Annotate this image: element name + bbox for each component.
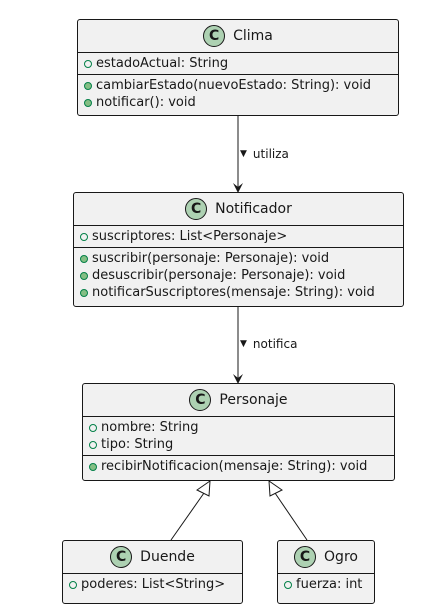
class-personaje-header: C Personaje bbox=[83, 384, 394, 417]
class-notificador-operations: suscribir(personaje: Personaje): void de… bbox=[74, 247, 403, 303]
direction-triangle-icon: ▼ bbox=[240, 149, 247, 159]
attribute-text: fuerza: int bbox=[296, 577, 363, 592]
operation-row: recibirNotificacion(mensaje: String): vo… bbox=[89, 458, 388, 475]
ogro-inheritance-arrowhead bbox=[268, 479, 283, 497]
operation-text: suscribir(personaje: Personaje): void bbox=[92, 251, 330, 266]
class-duende[interactable]: C Duende poderes: List<String> bbox=[62, 540, 243, 604]
class-stereotype-icon: C bbox=[203, 25, 226, 47]
class-clima[interactable]: C Clima estadoActual: String cambiarEsta… bbox=[77, 19, 399, 116]
class-clima-header: C Clima bbox=[78, 20, 398, 53]
class-ogro-name: Ogro bbox=[324, 549, 358, 565]
public-visibility-icon bbox=[89, 440, 97, 449]
public-visibility-icon bbox=[80, 288, 88, 297]
class-ogro-attributes: fuerza: int bbox=[278, 574, 374, 595]
class-clima-operations: cambiarEstado(nuevoEstado: String): void… bbox=[78, 74, 398, 113]
class-personaje-name: Personaje bbox=[219, 392, 288, 408]
class-ogro[interactable]: C Ogro fuerza: int bbox=[277, 540, 375, 604]
operation-row: cambiarEstado(nuevoEstado: String): void bbox=[84, 77, 392, 94]
class-duende-attributes: poderes: List<String> bbox=[63, 574, 242, 595]
public-visibility-icon bbox=[89, 423, 97, 432]
public-visibility-icon bbox=[84, 59, 92, 68]
class-duende-name: Duende bbox=[140, 549, 195, 565]
operation-text: notificar(): void bbox=[96, 95, 196, 110]
notifica-label: ▼ notifica bbox=[240, 337, 297, 351]
public-visibility-icon bbox=[84, 81, 92, 90]
operation-text: desuscribir(personaje: Personaje): void bbox=[92, 268, 346, 283]
class-duende-header: C Duende bbox=[63, 541, 242, 574]
attribute-row: nombre: String bbox=[89, 419, 388, 436]
class-clima-attributes: estadoActual: String bbox=[78, 53, 398, 74]
class-personaje[interactable]: C Personaje nombre: String tipo: String … bbox=[82, 383, 395, 481]
attribute-row: poderes: List<String> bbox=[69, 576, 236, 593]
class-personaje-operations: recibirNotificacion(mensaje: String): vo… bbox=[83, 455, 394, 477]
duende-inheritance-line bbox=[170, 492, 205, 541]
operation-row: notificarSuscriptores(mensaje: String): … bbox=[80, 284, 397, 301]
class-personaje-attributes: nombre: String tipo: String bbox=[83, 417, 394, 455]
public-visibility-icon bbox=[284, 580, 292, 589]
attribute-text: suscriptores: List<Personaje> bbox=[92, 229, 288, 244]
class-ogro-header: C Ogro bbox=[278, 541, 374, 574]
operation-row: suscribir(personaje: Personaje): void bbox=[80, 250, 397, 267]
class-notificador-name: Notificador bbox=[215, 201, 292, 217]
class-notificador[interactable]: C Notificador suscriptores: List<Persona… bbox=[73, 192, 404, 307]
public-visibility-icon bbox=[69, 580, 77, 589]
attribute-row: fuerza: int bbox=[284, 576, 368, 593]
operation-row: desuscribir(personaje: Personaje): void bbox=[80, 267, 397, 284]
attribute-row: estadoActual: String bbox=[84, 55, 392, 72]
class-notificador-attributes: suscriptores: List<Personaje> bbox=[74, 226, 403, 247]
relation-label-text: notifica bbox=[252, 337, 298, 351]
duende-inheritance-arrowhead bbox=[196, 479, 211, 497]
class-stereotype-icon: C bbox=[110, 546, 133, 568]
attribute-row: tipo: String bbox=[89, 436, 388, 453]
attribute-text: poderes: List<String> bbox=[81, 577, 226, 592]
attribute-text: estadoActual: String bbox=[96, 56, 229, 71]
attribute-row: suscriptores: List<Personaje> bbox=[80, 228, 397, 245]
public-visibility-icon bbox=[80, 271, 88, 280]
direction-triangle-icon: ▼ bbox=[240, 339, 247, 349]
public-visibility-icon bbox=[80, 232, 88, 241]
attribute-text: nombre: String bbox=[101, 420, 199, 435]
class-stereotype-icon: C bbox=[294, 546, 317, 568]
operation-text: cambiarEstado(nuevoEstado: String): void bbox=[96, 78, 372, 93]
relation-label-text: utiliza bbox=[252, 147, 289, 161]
public-visibility-icon bbox=[84, 98, 92, 107]
class-stereotype-icon: C bbox=[189, 389, 212, 411]
class-clima-name: Clima bbox=[233, 28, 273, 44]
public-visibility-icon bbox=[89, 462, 97, 471]
utiliza-label: ▼ utiliza bbox=[240, 147, 289, 161]
ogro-inheritance-line bbox=[274, 492, 308, 541]
operation-text: recibirNotificacion(mensaje: String): vo… bbox=[101, 459, 368, 474]
class-notificador-header: C Notificador bbox=[74, 193, 403, 226]
class-stereotype-icon: C bbox=[185, 198, 208, 220]
public-visibility-icon bbox=[80, 254, 88, 263]
operation-row: notificar(): void bbox=[84, 94, 392, 111]
operation-text: notificarSuscriptores(mensaje: String): … bbox=[92, 285, 375, 300]
attribute-text: tipo: String bbox=[101, 437, 174, 452]
